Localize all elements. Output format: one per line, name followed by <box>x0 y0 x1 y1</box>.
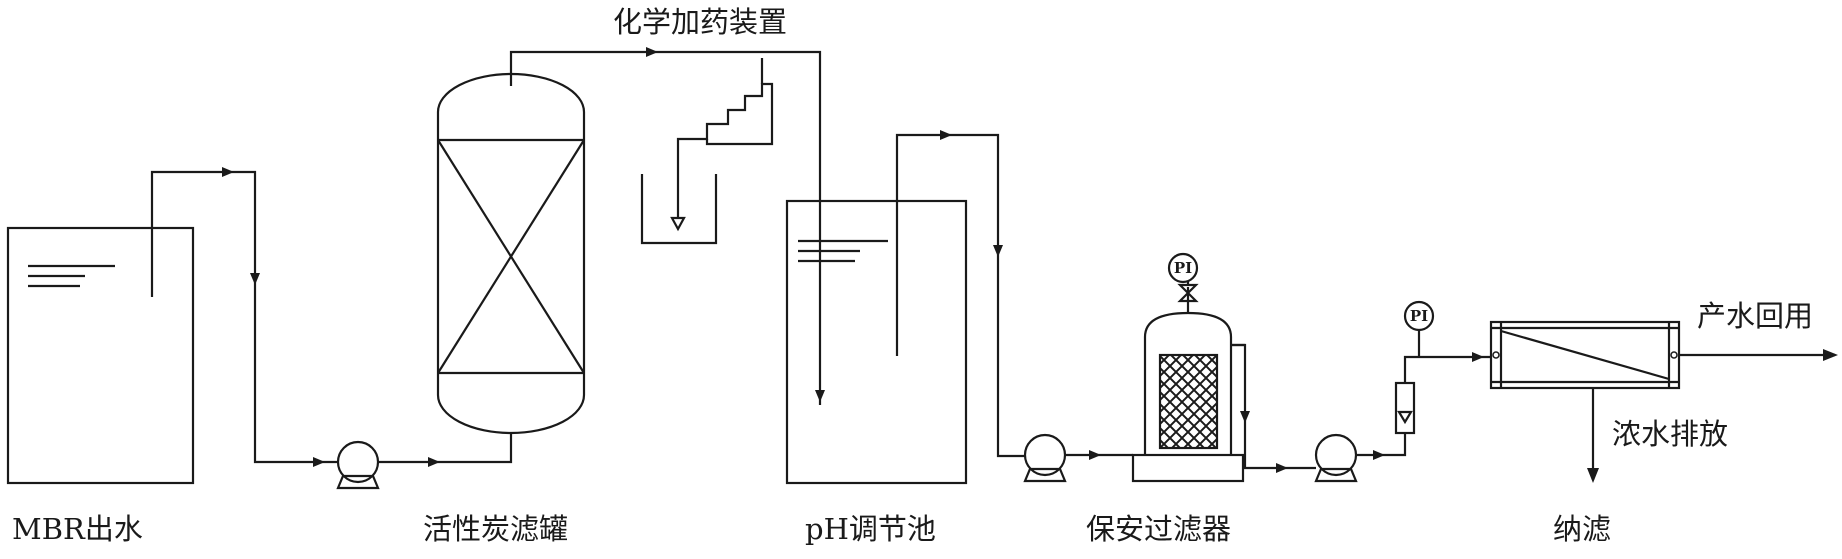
concentrate-outlet <box>1587 388 1599 483</box>
pump-1 <box>336 440 380 490</box>
flow-arrow-right <box>1089 450 1101 460</box>
mbr-tank <box>6 226 195 485</box>
flow-arrow-down <box>815 390 825 402</box>
flow-arrow-down <box>993 245 1003 257</box>
pressure-gauge-icon <box>1403 300 1435 332</box>
label-security-filter: 保安过滤器 <box>1086 512 1232 546</box>
flow-arrow-right <box>222 167 234 177</box>
nanofiltration-module <box>1489 320 1681 390</box>
ph-tank <box>785 199 968 485</box>
flow-arrow-right <box>940 130 952 140</box>
label-dosing-device: 化学加药装置 <box>613 5 788 39</box>
flow-arrow-right <box>1373 450 1385 460</box>
gauge-1-label: PI <box>1174 259 1192 277</box>
security-filter <box>1131 287 1245 483</box>
pressure-gauge-icon <box>1167 252 1199 284</box>
carbon-filter-vessel <box>436 72 586 435</box>
pipe-pump1-to-carbon <box>378 432 513 467</box>
pipe-pump3-to-nf <box>1356 352 1491 460</box>
label-product-water: 产水回用 <box>1697 299 1814 333</box>
pipe-security-to-pump3 <box>1231 343 1316 473</box>
pipe-carbon-to-ph <box>509 47 825 405</box>
label-carbon-filter: 活性炭滤罐 <box>423 512 569 546</box>
label-concentrate: 浓水排放 <box>1612 417 1729 451</box>
chemical-dosing-device <box>640 58 774 245</box>
flow-arrow-right <box>646 47 658 57</box>
pipe-ph-to-pump2 <box>895 130 1025 458</box>
flow-arrow-right <box>1276 463 1288 473</box>
pipe-mbr-to-pump1 <box>150 167 338 467</box>
pump-2 <box>1023 433 1067 483</box>
flow-arrow-right <box>313 457 325 467</box>
flow-arrow-down <box>250 273 260 285</box>
label-ph-tank: pH调节池 <box>805 512 936 546</box>
label-mbr-outlet: MBR出水 <box>12 512 143 546</box>
flow-arrow-down <box>1587 468 1599 483</box>
flow-arrow-down <box>1240 411 1250 423</box>
flow-arrow-right <box>1823 349 1838 361</box>
flow-arrow-right <box>428 457 440 467</box>
flow-meter <box>1394 381 1416 435</box>
label-nanofiltration: 纳滤 <box>1553 512 1612 546</box>
product-water-outlet <box>1679 349 1838 361</box>
pressure-gauge-2: PI <box>1403 300 1435 357</box>
valve-and-gauge-1: PI <box>1167 252 1199 303</box>
gauge-2-label: PI <box>1410 307 1428 325</box>
pump-3 <box>1314 433 1358 483</box>
pipe-pump2-to-security <box>1065 450 1133 460</box>
flow-arrow-right <box>1472 352 1484 362</box>
